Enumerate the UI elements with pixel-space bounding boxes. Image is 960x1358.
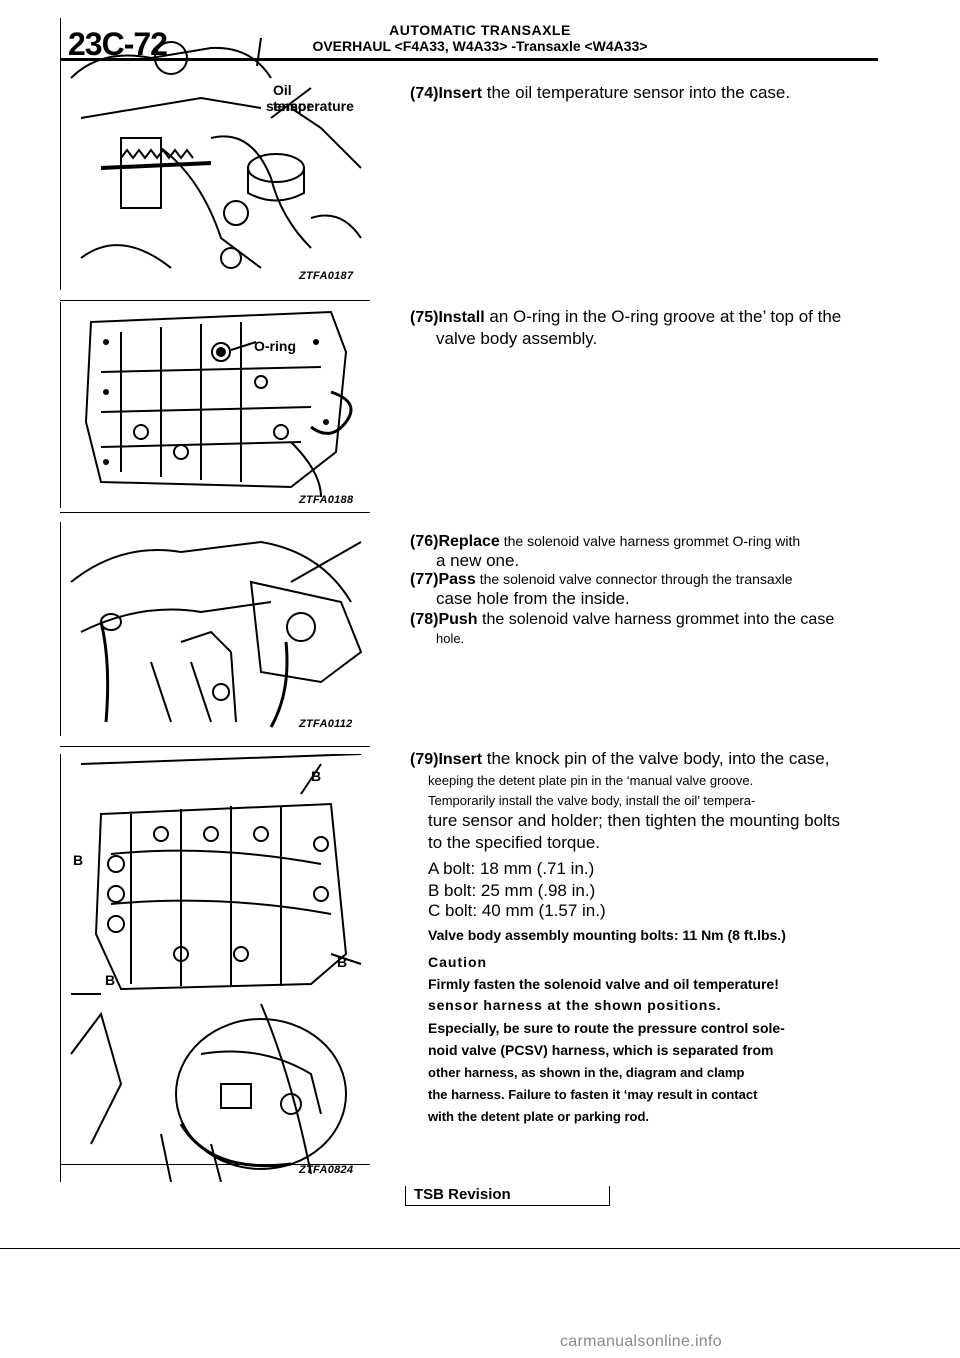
grommet-illustration — [70, 540, 363, 728]
callout-o-ring: O-ring — [254, 338, 296, 354]
step-75-cont: valve body assembly. — [436, 329, 598, 348]
caution-line: Especially, be sure to route the pressur… — [428, 1020, 785, 1036]
step-74: (74)Insert the oil temperature sensor in… — [410, 82, 880, 105]
caution-line: with the detent plate or parking rod. — [428, 1109, 650, 1124]
caution-line: Firmly fasten the solenoid valve and oil… — [428, 976, 779, 992]
step-lead: (74)Insert — [410, 85, 483, 102]
step-79-line3: Temporarily install the valve body, inst… — [428, 793, 756, 808]
step-79-line4: ture sensor and holder; then tighten the… — [428, 811, 841, 830]
figure-code: ZTFA0187 — [299, 270, 354, 282]
figure-divider — [60, 512, 370, 513]
figure-valve-body-bolts: B B B B ZTFA0824 — [60, 754, 371, 1182]
figure-code: ZTFA0188 — [299, 494, 354, 506]
figure-divider — [60, 300, 370, 301]
step-lead: (77)Pass — [410, 571, 476, 588]
step-lead: (78)Push — [410, 611, 478, 628]
figure-o-ring: O-ring ZTFA0188 — [60, 302, 371, 508]
step-lead: (79)Insert — [410, 751, 483, 768]
caution-title: Caution — [428, 954, 488, 970]
tsb-revision-box: TSB Revision — [405, 1186, 610, 1206]
step-76: (76)Replace the solenoid valve harness g… — [410, 530, 880, 553]
figure-divider — [60, 746, 370, 747]
torque-spec: Valve body assembly mounting bolts: 11 N… — [428, 927, 786, 943]
step-79-line5: to the specified torque. — [428, 833, 601, 852]
bolt-c-spec: C bolt: 40 mm (1.57 in.) — [428, 901, 606, 920]
oil-sensor-illustration — [70, 37, 362, 269]
section-title: AUTOMATIC TRANSAXLE — [389, 22, 571, 38]
step-75: (75)Install an O-ring in the O-ring groo… — [410, 306, 880, 329]
step-76-cont: a new one. — [436, 551, 520, 570]
step-78: (78)Push the solenoid valve harness grom… — [410, 608, 880, 631]
figure-divider — [60, 1164, 370, 1165]
subsection-title: OVERHAUL <F4A33, W4A33> -Transaxle <W4A3… — [312, 38, 648, 54]
caution-line: the harness. Failure to fasten it ‘may r… — [428, 1087, 758, 1102]
bolt-b-spec: B bolt: 25 mm (.98 in.) — [428, 881, 596, 900]
step-text: the solenoid valve connector through the… — [475, 571, 793, 587]
callout-b: B — [337, 954, 348, 970]
watermark[interactable]: carmanualsonline.info — [560, 1333, 722, 1350]
figure-grommet: ZTFA0112 — [60, 522, 371, 736]
step-79-line2: keeping the detent plate pin in the ‘man… — [428, 773, 754, 788]
step-text: the solenoid valve harness grommet O-rin… — [499, 533, 801, 549]
header-rule — [60, 58, 878, 61]
step-77-cont: case hole from the inside. — [436, 589, 630, 608]
step-78-cont: hole. — [436, 631, 465, 646]
step-79: (79)Insert the knock pin of the valve bo… — [410, 748, 880, 771]
caution-line: sensor harness at the shown positions. — [428, 997, 722, 1013]
bolt-layout-illustration — [70, 754, 362, 1182]
caution-line: other harness, as shown in the, diagram … — [428, 1065, 745, 1080]
callout-sensor: sensor — [266, 98, 312, 114]
step-text: the knock pin of the valve body, into th… — [482, 749, 830, 768]
step-text: an O-ring in the O-ring groove at the’ t… — [484, 307, 842, 326]
callout-b: B — [105, 972, 116, 988]
figure-code: ZTFA0112 — [299, 718, 353, 730]
callout-b: B — [311, 768, 322, 784]
callout-b: B — [73, 852, 84, 868]
callout-oil-temperature: Oil temperature — [273, 82, 354, 114]
valve-body-illustration — [84, 310, 353, 498]
step-text: the oil temperature sensor into the case… — [482, 83, 791, 102]
bolt-a-spec: A bolt: 18 mm (.71 in.) — [428, 859, 595, 878]
step-77: (77)Pass the solenoid valve connector th… — [410, 568, 880, 591]
step-lead: (76)Replace — [410, 533, 500, 550]
footer-rule — [0, 1248, 960, 1249]
figure-code: ZTFA0824 — [299, 1164, 354, 1176]
caution-line: noid valve (PCSV) harness, which is sepa… — [428, 1042, 774, 1058]
step-lead: (75)Install — [410, 309, 485, 326]
figure-oil-temperature-sensor: Oil temperature sensor ZTFA0187 — [60, 18, 371, 290]
step-text: the solenoid valve harness grommet into … — [477, 611, 835, 628]
